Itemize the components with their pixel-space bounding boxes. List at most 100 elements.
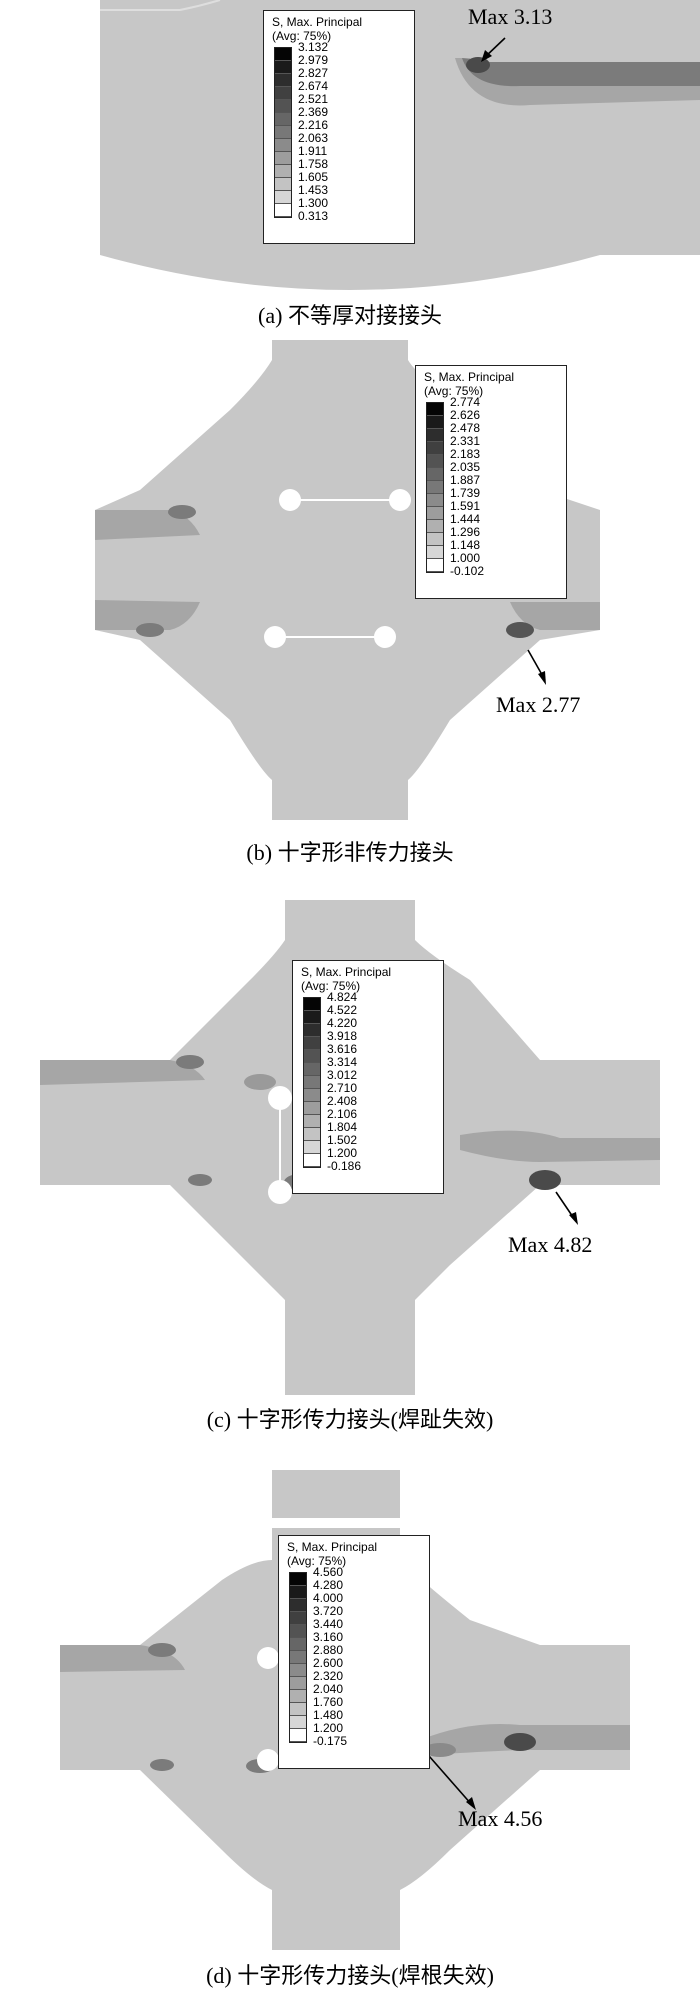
legend-value: 3.160 — [313, 1630, 344, 1644]
root-hole-bottom — [257, 1749, 279, 1771]
max-arrow-head — [538, 671, 546, 685]
legend-title: S, Max. Principal — [301, 965, 392, 979]
legend-value: 1.480 — [313, 1708, 344, 1722]
legend-swatch — [427, 455, 443, 468]
hotspot-lt — [148, 1643, 176, 1657]
legend-swatch — [290, 1677, 306, 1690]
hotspot-lt — [176, 1055, 204, 1069]
max-arrow-head — [481, 50, 492, 62]
legend-value: 3.012 — [327, 1068, 358, 1082]
legend-value: 2.408 — [327, 1094, 358, 1108]
legend-avg: (Avg: 75%) — [287, 1554, 347, 1568]
legend-swatch — [290, 1651, 306, 1664]
legend-swatch — [275, 87, 291, 100]
legend-value: 2.183 — [450, 447, 481, 461]
max-arrow-line — [421, 1747, 473, 1806]
legend-value: 0.313 — [298, 209, 329, 223]
stress-band-dark — [462, 58, 700, 87]
legend-value: -0.186 — [327, 1159, 362, 1173]
root-hole-top — [257, 1647, 279, 1669]
legend-value: 2.827 — [298, 66, 329, 80]
legend-swatch — [275, 139, 291, 152]
root-hole-top-right — [389, 489, 411, 511]
legend-value: 1.000 — [450, 551, 481, 565]
legend-value: 1.804 — [327, 1120, 358, 1134]
legend-swatch — [427, 403, 443, 416]
legend-swatch — [304, 1024, 320, 1037]
legend-swatch — [427, 507, 443, 520]
legend-swatch — [290, 1573, 306, 1586]
legend-swatch — [290, 1638, 306, 1651]
hotspot-max — [466, 57, 490, 73]
legend-color-bar — [274, 47, 292, 218]
legend-swatch — [427, 520, 443, 533]
legend-value: 2.106 — [327, 1107, 358, 1121]
caption-a: (a) 不等厚对接接头 — [258, 303, 442, 328]
legend-value: 1.739 — [450, 486, 481, 500]
legend-value: 2.710 — [327, 1081, 358, 1095]
legend-avg: (Avg: 75%) — [272, 29, 332, 43]
legend-swatch — [275, 61, 291, 74]
top-cap — [272, 1470, 400, 1518]
caption-c: (c) 十字形传力接头(焊趾失效) — [206, 1407, 494, 1432]
legend-value: 2.880 — [313, 1643, 344, 1657]
legend-swatch — [290, 1599, 306, 1612]
legend-value: 2.521 — [298, 92, 329, 106]
legend-swatch — [275, 152, 291, 165]
legend-value: 4.220 — [327, 1016, 358, 1030]
legend-swatch — [304, 1102, 320, 1115]
legend-value: 1.887 — [450, 473, 481, 487]
legend-color-bar — [303, 997, 321, 1168]
legend-swatch — [304, 1037, 320, 1050]
stress-band-left-bottom — [95, 600, 200, 630]
legend-value: 1.453 — [298, 183, 329, 197]
legend-value: 2.600 — [313, 1656, 344, 1670]
legend-swatch — [427, 533, 443, 546]
legend-value: 1.605 — [298, 170, 329, 184]
legend-swatch — [427, 546, 443, 559]
legend-value: 1.148 — [450, 538, 481, 552]
stress-band-left — [40, 1060, 205, 1085]
legend-value: 1.591 — [450, 499, 481, 513]
legend-value: 1.200 — [313, 1721, 344, 1735]
legend-value: 2.040 — [313, 1682, 344, 1696]
legend-value: 1.300 — [298, 196, 329, 210]
legend-value: 2.320 — [313, 1669, 344, 1683]
legend-value: 2.626 — [450, 408, 481, 422]
legend-swatch — [275, 191, 291, 204]
legend-value: 2.369 — [298, 105, 329, 119]
legend-value: 3.918 — [327, 1029, 358, 1043]
legend-swatch — [290, 1612, 306, 1625]
hotspot-mid-top — [244, 1074, 276, 1090]
legend-value: 1.296 — [450, 525, 481, 539]
root-hole-top — [268, 1086, 292, 1110]
legend-value: 4.522 — [327, 1003, 358, 1017]
stress-band-right — [460, 1130, 660, 1162]
cruciform-nonload-contour — [95, 340, 600, 820]
legend-swatch — [304, 1141, 320, 1154]
legend-value: 2.216 — [298, 118, 329, 132]
legend-value: 4.000 — [313, 1591, 344, 1605]
legend-swatch — [304, 1050, 320, 1063]
hotspot-lb — [136, 623, 164, 637]
legend-swatch — [290, 1729, 306, 1742]
legend-swatch — [275, 126, 291, 139]
legend-swatch — [427, 481, 443, 494]
legend-swatch — [290, 1664, 306, 1677]
legend-value: 2.979 — [298, 53, 329, 67]
legend-value: 1.760 — [313, 1695, 344, 1709]
legend-value: 4.560 — [313, 1565, 344, 1579]
root-hole-bottom — [268, 1180, 292, 1204]
legend-value: 4.280 — [313, 1578, 344, 1592]
legend-value: 4.824 — [327, 990, 358, 1004]
legend-swatch — [304, 1128, 320, 1141]
max-label: Max 4.56 — [458, 1806, 543, 1831]
legend-swatch — [304, 1089, 320, 1102]
legend-value: 1.502 — [327, 1133, 358, 1147]
hotspot-lt — [168, 505, 196, 519]
